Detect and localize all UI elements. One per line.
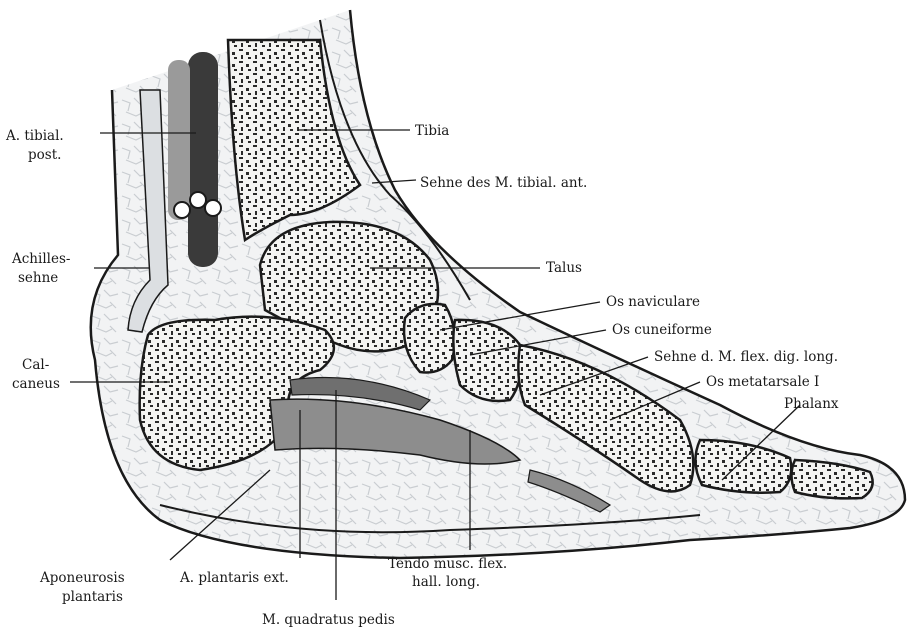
label-phalanx: Phalanx — [784, 396, 839, 412]
label-talus: Talus — [546, 260, 582, 276]
label-a-plantaris-ext: A. plantaris ext. — [179, 570, 289, 586]
vessel-bundle-light — [168, 60, 190, 220]
label-os-cuneiforme: Os cuneiforme — [612, 322, 712, 338]
label-sehne-tibial-ant: Sehne des M. tibial. ant. — [420, 175, 587, 191]
label-tibia: Tibia — [415, 123, 449, 139]
label-os-metatarsale: Os metatarsale I — [706, 374, 819, 390]
label-os-naviculare: Os naviculare — [606, 294, 700, 310]
label-calcaneus-2: caneus — [12, 376, 60, 392]
label-m-quadratus-pedis: M. quadratus pedis — [262, 612, 395, 628]
label-calcaneus: Cal- — [22, 357, 49, 373]
label-aponeurosis: Aponeurosis — [39, 570, 125, 586]
label-sehne-flex-dig: Sehne d. M. flex. dig. long. — [654, 349, 838, 365]
posterior-tibial-artery — [188, 52, 218, 267]
label-achilles: Achilles- — [11, 251, 70, 267]
vessel-cross-section — [190, 192, 206, 208]
label-tendo-flex-hall: Tendo musc. flex. — [388, 556, 507, 572]
navicular-bone — [404, 304, 455, 373]
label-tendo-flex-hall-2: hall. long. — [412, 574, 480, 590]
label-achilles-2: sehne — [18, 270, 58, 286]
label-a-tibial-post-2: post. — [28, 147, 61, 163]
label-aponeurosis-2: plantaris — [62, 589, 123, 605]
vessel-cross-section — [174, 202, 190, 218]
vessel-cross-section — [205, 200, 221, 216]
label-a-tibial-post: A. tibial. — [5, 128, 64, 144]
